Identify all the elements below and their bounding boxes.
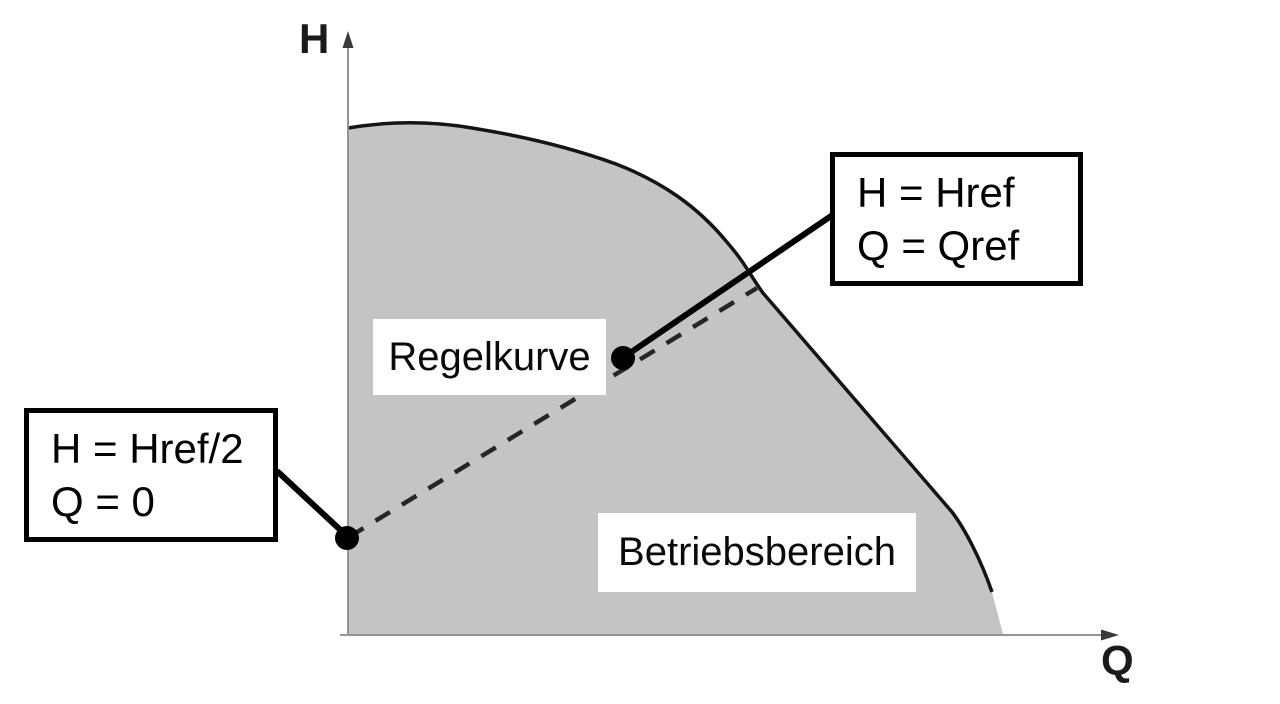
leader-line-zero-flow [274, 468, 351, 540]
zero-flow-point-dot [335, 526, 359, 550]
callout-ref-line1: H = Href [857, 169, 1015, 216]
callout-ref-point: H = Href Q = Qref [830, 152, 1083, 286]
control-curve-label: Regelkurve [373, 319, 606, 395]
y-axis-arrow-icon [342, 31, 354, 48]
x-axis-label: Q [1101, 637, 1134, 684]
pump-curve [347, 121, 994, 593]
callout-zero-flow-point: H = Href/2 Q = 0 [24, 408, 278, 542]
callout-ref-line2: Q = Qref [857, 222, 1020, 269]
leader-line-ref [622, 211, 836, 360]
callout-zero-flow-line2: Q = 0 [51, 478, 155, 525]
y-axis-label: H [299, 15, 330, 62]
x-axis-arrow-icon [1101, 629, 1119, 641]
operating-range-label: Betriebsbereich [598, 513, 916, 592]
operating-region-fill [348, 122, 1003, 634]
ref-point-dot [611, 346, 635, 370]
callout-zero-flow-line1: H = Href/2 [51, 425, 244, 472]
